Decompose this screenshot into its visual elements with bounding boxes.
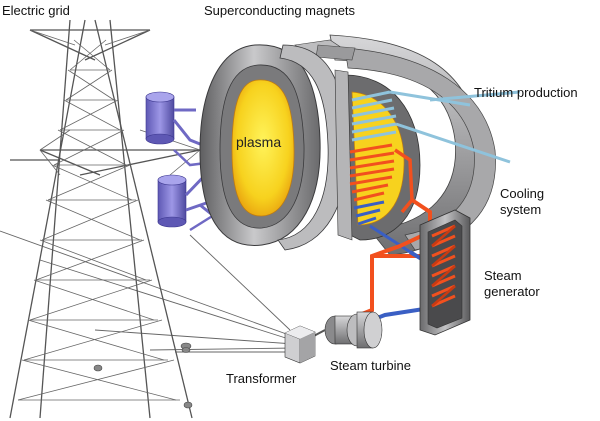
steam-generator <box>419 209 471 336</box>
pylon-tower <box>9 19 201 419</box>
label-electric-grid: Electric grid <box>2 3 70 18</box>
transformer-box <box>284 325 316 364</box>
power-lines <box>0 230 298 353</box>
label-cooling-line2: system <box>500 202 542 217</box>
label-cooling-line1: Cooling <box>500 186 545 201</box>
hot-loop-vessel <box>349 143 414 214</box>
blanket-pipes <box>351 90 521 164</box>
pylon-lattice <box>17 29 201 401</box>
cold-loop-vessel <box>353 200 411 254</box>
label-transformer: Transformer <box>226 371 297 386</box>
label-steam-turbine: Steam turbine <box>330 358 411 373</box>
front-coil <box>199 44 348 251</box>
label-superconducting-magnets: Superconducting magnets <box>204 3 356 18</box>
insulators <box>93 342 193 409</box>
label-steam-generator-line2: generator <box>484 284 540 299</box>
label-steam-generator-line1: Steam <box>484 268 522 283</box>
label-plasma: plasma <box>236 134 282 150</box>
steam-turbine <box>309 311 383 349</box>
plasma-core <box>231 79 295 217</box>
label-tritium-production: Tritium production <box>474 85 578 100</box>
